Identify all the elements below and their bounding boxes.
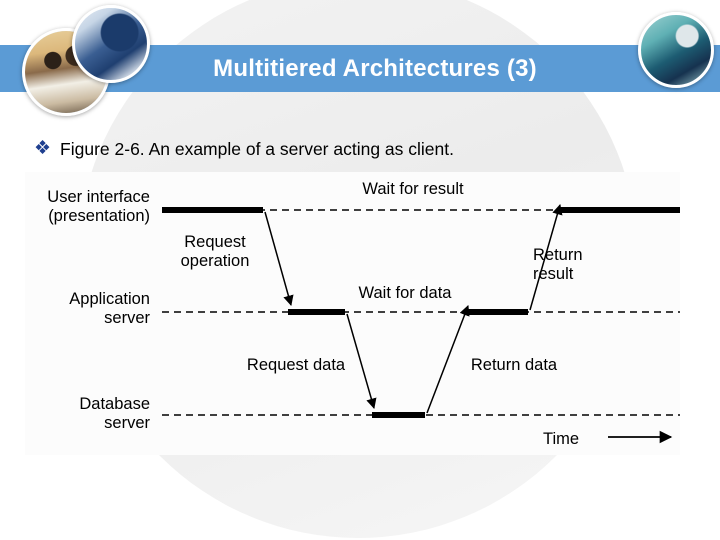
- message-label-request-operation-line2: operation: [181, 252, 250, 270]
- wait-label-wait-for-data: Wait for data: [359, 284, 453, 302]
- handshake-photo-thumbnail: [72, 5, 150, 83]
- message-label-request-data: Request data: [247, 356, 346, 374]
- bullet-text: Figure 2-6. An example of a server actin…: [60, 138, 454, 159]
- time-axis-label: Time: [543, 430, 579, 448]
- sequence-diagram: User interface (presentation) Applicatio…: [47, 180, 680, 448]
- lifeline-label-ui-line2: (presentation): [48, 207, 150, 225]
- message-label-return-result-line2: result: [533, 265, 574, 283]
- lifeline-label-app-line1: Application: [69, 290, 150, 308]
- message-arrow-request-data: [346, 313, 377, 410]
- diamond-bullet-icon: ❖: [34, 137, 52, 159]
- presenter-photo-thumbnail: [638, 12, 714, 88]
- lifeline-label-app-line2: server: [104, 309, 150, 327]
- lifeline-label-db-line2: server: [104, 414, 150, 432]
- message-arrow-request-operation: [264, 211, 294, 307]
- bullet-row: ❖ Figure 2-6. An example of a server act…: [34, 134, 694, 164]
- wait-label-wait-for-result: Wait for result: [362, 180, 464, 198]
- lifeline-label-db-line1: Database: [79, 395, 150, 413]
- message-arrow-return-data: [426, 305, 470, 414]
- message-label-request-operation-line1: Request: [184, 233, 246, 251]
- message-label-return-result-line1: Return: [533, 246, 583, 264]
- figure-panel: User interface (presentation) Applicatio…: [25, 172, 680, 455]
- message-arrow-return-result: [529, 203, 563, 311]
- message-label-return-data: Return data: [471, 356, 558, 374]
- lifeline-label-ui-line1: User interface: [47, 188, 150, 206]
- page-title: Multitiered Architectures (3): [213, 55, 537, 82]
